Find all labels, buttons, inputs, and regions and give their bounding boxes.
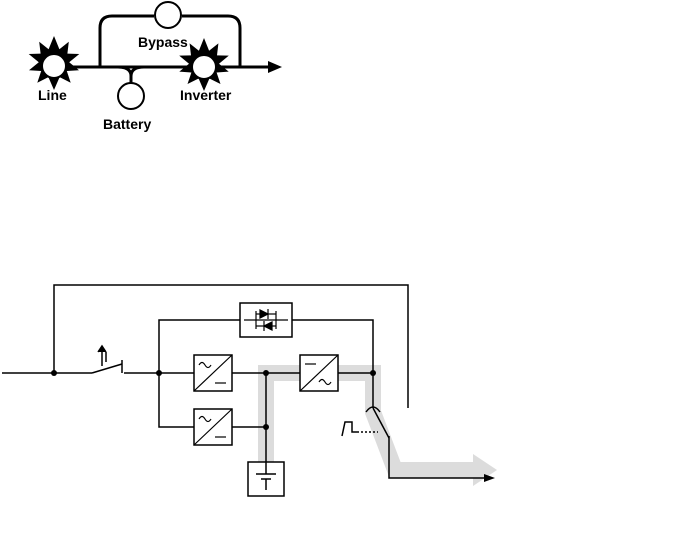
line-lamp <box>42 54 66 78</box>
battery-branch <box>118 67 144 83</box>
inverter-label: Inverter <box>180 87 232 103</box>
power-flow-path <box>266 373 475 470</box>
line-indicator <box>29 36 80 90</box>
breaker-icon <box>92 346 122 373</box>
static-switch-box <box>240 303 292 337</box>
junction-dot <box>51 370 57 376</box>
bypass-lamp <box>155 2 181 28</box>
junction-dot <box>263 424 269 430</box>
battery-label: Battery <box>103 116 151 132</box>
charger-wire <box>159 373 194 427</box>
charger-box <box>194 409 232 445</box>
output-arrow-icon <box>484 474 495 482</box>
inverter-box <box>300 355 338 391</box>
bypass-label: Bypass <box>138 34 188 50</box>
junction-dot <box>156 370 162 376</box>
junction-dot <box>370 370 376 376</box>
line-label: Line <box>38 87 67 103</box>
inverter-lamp <box>192 55 216 79</box>
battery-box <box>248 462 284 496</box>
battery-lamp <box>118 83 144 109</box>
output-arrow-icon <box>268 61 282 73</box>
rectifier-box <box>194 355 232 391</box>
junction-dot <box>263 370 269 376</box>
